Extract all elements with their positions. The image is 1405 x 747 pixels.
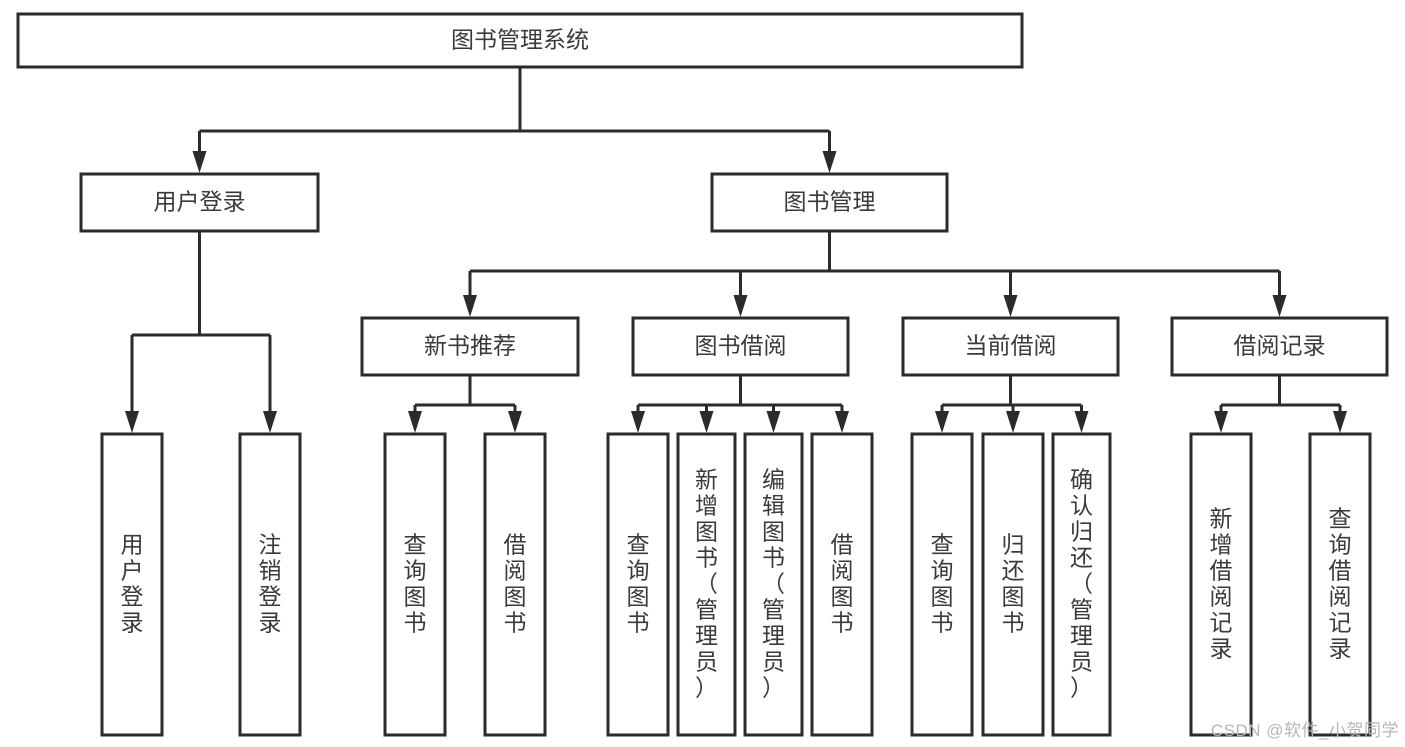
node-box [383, 432, 447, 737]
node-new-book-rec[interactable]: 新书推荐 [360, 316, 580, 377]
arrow-head-icon [733, 295, 748, 317]
arrow-head-icon [935, 411, 949, 433]
connector-layer [125, 67, 1347, 433]
node-label: 新增借阅记录 [1210, 506, 1233, 662]
node-box [910, 432, 974, 737]
node-borrow-record[interactable]: 借阅记录 [1170, 316, 1389, 377]
node-book-manage[interactable]: 图书管理 [710, 172, 949, 233]
node-root[interactable]: 图书管理系统 [16, 12, 1024, 69]
node-label: 当前借阅 [965, 333, 1057, 359]
node-leaf-user-logout[interactable]: 注销登录 [238, 432, 302, 737]
edge-group-root [192, 67, 837, 173]
edge-group-user-login [125, 231, 277, 433]
node-label: 查询借阅记录 [1329, 506, 1352, 662]
node-box [901, 316, 1120, 377]
node-leaf-borrow-book-1[interactable]: 借阅图书 [483, 432, 547, 737]
node-box [606, 432, 670, 737]
node-label: 查询图书 [627, 532, 650, 636]
node-leaf-add-record[interactable]: 新增借阅记录 [1189, 432, 1253, 737]
node-box [1308, 432, 1372, 737]
node-box [631, 316, 850, 377]
node-box [810, 432, 874, 737]
node-box [79, 172, 320, 233]
node-label: 新书推荐 [424, 333, 516, 359]
arrow-head-icon [192, 151, 207, 173]
node-leaf-confirm-return[interactable]: 确认归还（管理员） [1051, 432, 1112, 737]
edge-group-new-book-rec [408, 375, 522, 433]
node-leaf-add-book[interactable]: 新增图书（管理员） [676, 432, 737, 737]
arrow-head-icon [463, 295, 477, 317]
node-box [360, 316, 580, 377]
node-box [1189, 432, 1253, 737]
node-label: 确认归还（管理员） [1070, 467, 1093, 701]
node-box [1051, 432, 1112, 737]
node-current-borrow[interactable]: 当前借阅 [901, 316, 1120, 377]
node-label: 编辑图书（管理员） [762, 467, 785, 701]
node-box [676, 432, 737, 737]
arrow-head-icon [263, 411, 277, 433]
node-leaf-query-book-3[interactable]: 查询图书 [910, 432, 974, 737]
node-label: 借阅记录 [1234, 333, 1326, 359]
arrow-head-icon [1006, 411, 1020, 433]
node-box [100, 432, 164, 737]
node-label: 借阅图书 [831, 532, 854, 636]
arrow-head-icon [699, 411, 714, 433]
node-label: 图书借阅 [695, 333, 787, 359]
node-leaf-borrow-book-2[interactable]: 借阅图书 [810, 432, 874, 737]
watermark-text: CSDN @软件_小贺同学 [1210, 721, 1399, 740]
arrow-head-icon [835, 411, 849, 433]
node-label: 图书管理系统 [451, 27, 589, 53]
arrow-head-icon [631, 411, 645, 433]
node-box [16, 12, 1024, 69]
node-label: 查询图书 [404, 532, 427, 636]
node-label: 用户登录 [154, 189, 246, 215]
node-leaf-user-login[interactable]: 用户登录 [100, 432, 164, 737]
arrow-head-icon [1333, 411, 1347, 433]
arrow-head-icon [1214, 411, 1228, 433]
edge-group-book-manage [463, 231, 1287, 317]
node-leaf-query-book-1[interactable]: 查询图书 [383, 432, 447, 737]
node-leaf-edit-book[interactable]: 编辑图书（管理员） [743, 432, 804, 737]
node-label: 借阅图书 [504, 532, 527, 636]
arrow-head-icon [822, 151, 837, 173]
arrow-head-icon [1003, 295, 1018, 317]
node-box [483, 432, 547, 737]
edge-group-current-borrow [935, 375, 1089, 433]
node-box [1170, 316, 1389, 377]
node-box [743, 432, 804, 737]
node-label: 用户登录 [121, 532, 144, 636]
edge-group-book-borrow [631, 375, 849, 433]
arrow-head-icon [766, 411, 781, 433]
node-leaf-query-record[interactable]: 查询借阅记录 [1308, 432, 1372, 737]
node-box [238, 432, 302, 737]
node-label: 图书管理 [784, 189, 876, 215]
node-box [710, 172, 949, 233]
node-layer: 图书管理系统用户登录图书管理新书推荐图书借阅当前借阅借阅记录用户登录注销登录查询… [16, 12, 1389, 737]
node-user-login[interactable]: 用户登录 [79, 172, 320, 233]
node-label: 归还图书 [1002, 532, 1025, 636]
node-leaf-query-book-2[interactable]: 查询图书 [606, 432, 670, 737]
node-label: 注销登录 [259, 532, 282, 636]
edge-group-borrow-record [1214, 375, 1347, 433]
node-label: 新增图书（管理员） [695, 467, 718, 701]
node-label: 查询图书 [931, 532, 954, 636]
arrow-head-icon [1074, 411, 1089, 433]
node-leaf-return-book[interactable]: 归还图书 [981, 432, 1045, 737]
node-book-borrow[interactable]: 图书借阅 [631, 316, 850, 377]
arrow-head-icon [1272, 295, 1287, 317]
arrow-head-icon [408, 411, 422, 433]
node-box [981, 432, 1045, 737]
arrow-head-icon [508, 411, 522, 433]
arrow-head-icon [125, 411, 139, 433]
